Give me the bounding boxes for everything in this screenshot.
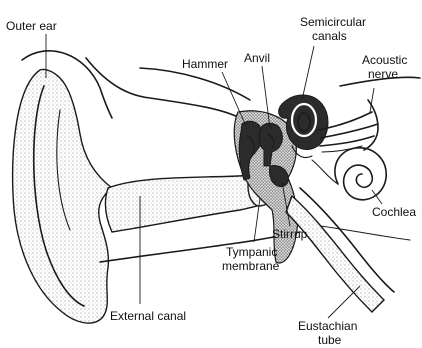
nerve-fibre-3: [320, 136, 374, 146]
nerve-fibre-4: [322, 146, 362, 152]
label-tympanic-line1: Tympanic: [226, 245, 277, 259]
cochlea-shape: [312, 148, 386, 200]
leader-hammer: [222, 72, 246, 126]
label-eustachian-line2: tube: [318, 333, 342, 347]
cochlea-spiral: [335, 148, 386, 200]
leader-eustachian: [328, 286, 360, 318]
label-cochlea: Cochlea: [372, 205, 416, 219]
label-acoustic-line2: nerve: [368, 67, 398, 81]
label-semicircular-line1: Semicircular: [300, 15, 366, 29]
nerve-fibre-2: [320, 124, 378, 138]
label-outer-ear: Outer ear: [6, 19, 57, 33]
label-stirrup: Stirrup: [272, 227, 308, 241]
label-acoustic-line1: Acoustic: [362, 53, 407, 67]
eustachian-tube-body: [286, 196, 384, 312]
leader-semicircular: [302, 46, 314, 100]
label-semicircular-line2: canals: [312, 29, 347, 43]
outer-ear-pinna: [13, 51, 112, 323]
label-hammer: Hammer: [182, 57, 228, 71]
skull-line: [140, 68, 250, 100]
label-tympanic-line2: membrane: [222, 259, 280, 273]
right-bone-line: [320, 226, 410, 240]
label-anvil: Anvil: [244, 51, 270, 65]
label-eustachian-line1: Eustachian: [298, 319, 357, 333]
label-external-canal: External canal: [110, 309, 186, 323]
